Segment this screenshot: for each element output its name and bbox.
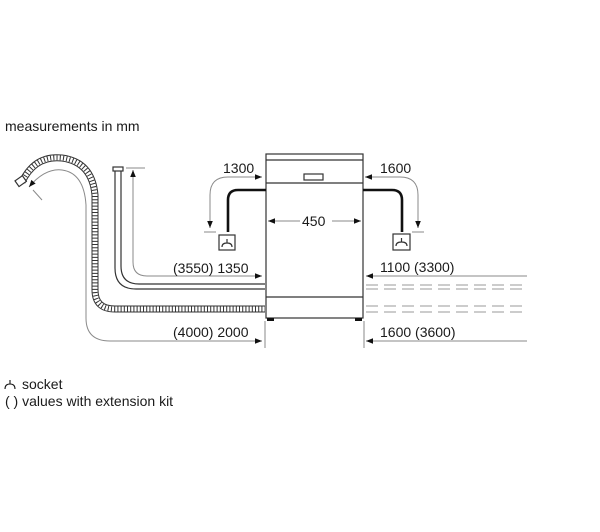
drain-left-label: (4000) 2000	[173, 324, 249, 340]
measurements-note: measurements in mm	[5, 118, 140, 134]
width-dimension: 450	[268, 212, 361, 230]
control-display	[303, 173, 324, 181]
dishwasher-body	[265, 153, 364, 321]
tap-connector	[112, 166, 124, 172]
width-label: 450	[302, 213, 326, 229]
inlet-left-label: (3550) 1350	[173, 260, 249, 276]
drain-right-label: 1600 (3600)	[380, 324, 456, 340]
cord-right-label: 1600	[380, 160, 411, 176]
inlet-right-label: 1100 (3300)	[380, 259, 454, 275]
water-inlet-hose: (3550) 1350	[112, 166, 265, 290]
socket-icon	[4, 380, 16, 390]
legend-socket: socket	[22, 376, 63, 392]
cord-left-label: 1300	[223, 160, 254, 176]
power-cord-left: 1300	[204, 160, 266, 251]
socket-icon	[392, 233, 411, 251]
foot-right	[355, 318, 362, 321]
right-side-connections: 1100 (3300) 1600 (3600)	[366, 259, 527, 344]
power-cord-right: 1600	[363, 160, 424, 251]
drain-hose: (4000) 2000	[14, 154, 265, 344]
drain-hose-end	[14, 174, 28, 188]
foot-left	[267, 318, 274, 321]
legend-extension: ( ) values with extension kit	[5, 393, 173, 409]
legend: socket ( ) values with extension kit	[4, 376, 173, 409]
